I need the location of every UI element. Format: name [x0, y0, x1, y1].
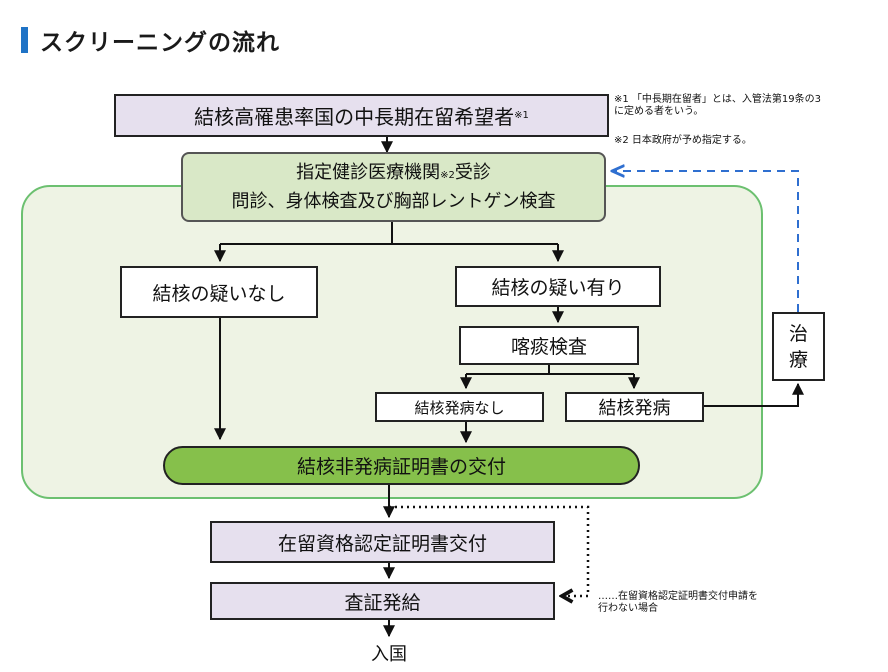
- visa-issue-box: 査証発給: [210, 582, 555, 620]
- applicant-label: 結核高罹患率国の中長期在留希望者: [194, 105, 515, 129]
- not-developed-box: 結核発病なし: [375, 392, 544, 422]
- treatment-char-1: 治: [788, 322, 808, 345]
- bypass-note-line-2: 行わない場合: [598, 603, 658, 614]
- page-title: スクリーニングの流れ: [40, 30, 280, 56]
- designated-clinic-box: 指定健診医療機関※2受診 問診、身体検査及び胸部レントゲン検査: [181, 152, 606, 222]
- footnote-mark-2: ※2: [440, 169, 455, 181]
- footnote-1: ※1 「中長期在留者」とは、入管法第19条の3 に定める者をいう。: [614, 94, 821, 118]
- entry-label: 入国: [371, 644, 407, 665]
- clinic-name: 指定健診医療機関: [296, 161, 441, 183]
- footnote-1-line-2: に定める者をいう。: [614, 106, 704, 117]
- treatment-box: 治 療: [772, 312, 825, 381]
- clinic-visit: 受診: [454, 161, 491, 183]
- applicant-box: 結核高罹患率国の中長期在留希望者※1: [114, 94, 609, 137]
- dotted-bypass-arrow: [389, 505, 590, 596]
- footnote-1-line-1: ※1 「中長期在留者」とは、入管法第19条の3: [614, 94, 822, 105]
- suspicion-box: 結核の疑い有り: [455, 266, 661, 307]
- sputum-test-box: 喀痰検査: [459, 326, 639, 365]
- footnote-2: ※2 日本政府が予め指定する。: [614, 135, 752, 146]
- footnote-mark-1: ※1: [514, 110, 529, 121]
- certificate-box: 結核非発病証明書の交付: [163, 446, 640, 485]
- treatment-char-2: 療: [788, 348, 808, 371]
- coe-issue-box: 在留資格認定証明書交付: [210, 521, 555, 563]
- arrow-developed-to-treatment: [704, 382, 804, 407]
- no-suspicion-box: 結核の疑いなし: [120, 266, 318, 318]
- dashed-arrow-treatment-to-clinic: [612, 171, 799, 312]
- bypass-note: ……在留資格認定証明書交付申請を 行わない場合: [598, 591, 758, 615]
- heading-accent-bar: [21, 27, 28, 53]
- bypass-note-line-1: ……在留資格認定証明書交付申請を: [598, 591, 758, 602]
- developed-box: 結核発病: [565, 392, 704, 422]
- clinic-line-1: 指定健診医療機関※2受診: [296, 160, 491, 189]
- clinic-line-2: 問診、身体検査及び胸部レントゲン検査: [231, 190, 556, 212]
